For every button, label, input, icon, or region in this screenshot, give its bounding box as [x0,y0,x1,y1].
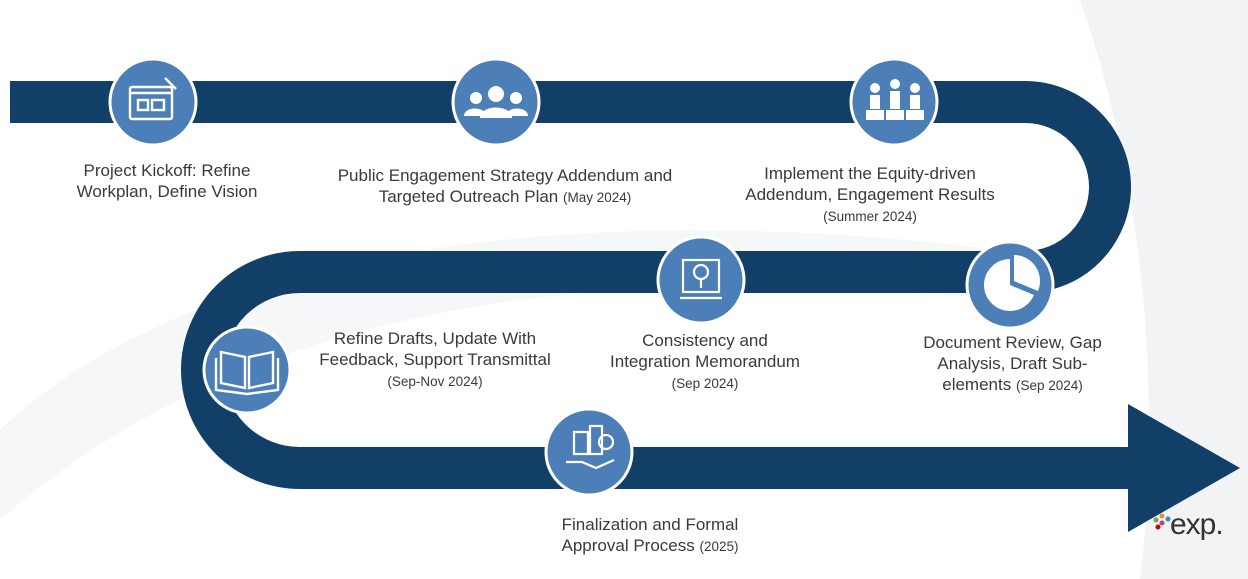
milestone-node-document-review [965,240,1055,330]
milestone-label-equity: Implement the Equity-driven Addendum, En… [745,164,995,224]
tree-plan-icon [680,258,722,300]
milestone-label-refine-drafts: Refine Drafts, Update With Feedback, Sup… [319,329,551,389]
city-hand-icon [566,424,615,470]
blueprint-icon [128,77,177,121]
milestone-node-equity [849,57,939,147]
milestone-node-consistency [656,235,746,325]
milestone-label-engagement: Public Engagement Strategy Addendum and … [337,166,673,206]
timeline-arrow-head [1128,404,1240,532]
exp-logo-mark [1153,513,1171,530]
milestone-label-finalization: Finalization and Formal Approval Process… [561,515,739,555]
open-book-icon [214,350,280,396]
milestone-label-kickoff: Project Kickoff: Refine Workplan, Define… [76,161,258,201]
pie-chart-icon [984,255,1040,312]
exp-logo-text: exp. [1170,508,1224,541]
milestone-node-finalization [544,407,634,497]
equity-podium-icon [866,79,924,120]
milestone-label-consistency: Consistency and Integration Memorandum (… [610,331,800,391]
milestone-label-document-review: Document Review, Gap Analysis, Draft Sub… [923,333,1102,394]
timeline-path [10,81,1131,489]
milestone-node-kickoff [108,57,198,147]
milestone-node-refine-drafts [202,325,292,415]
milestone-node-engagement [451,57,541,147]
people-group-icon [464,86,528,118]
